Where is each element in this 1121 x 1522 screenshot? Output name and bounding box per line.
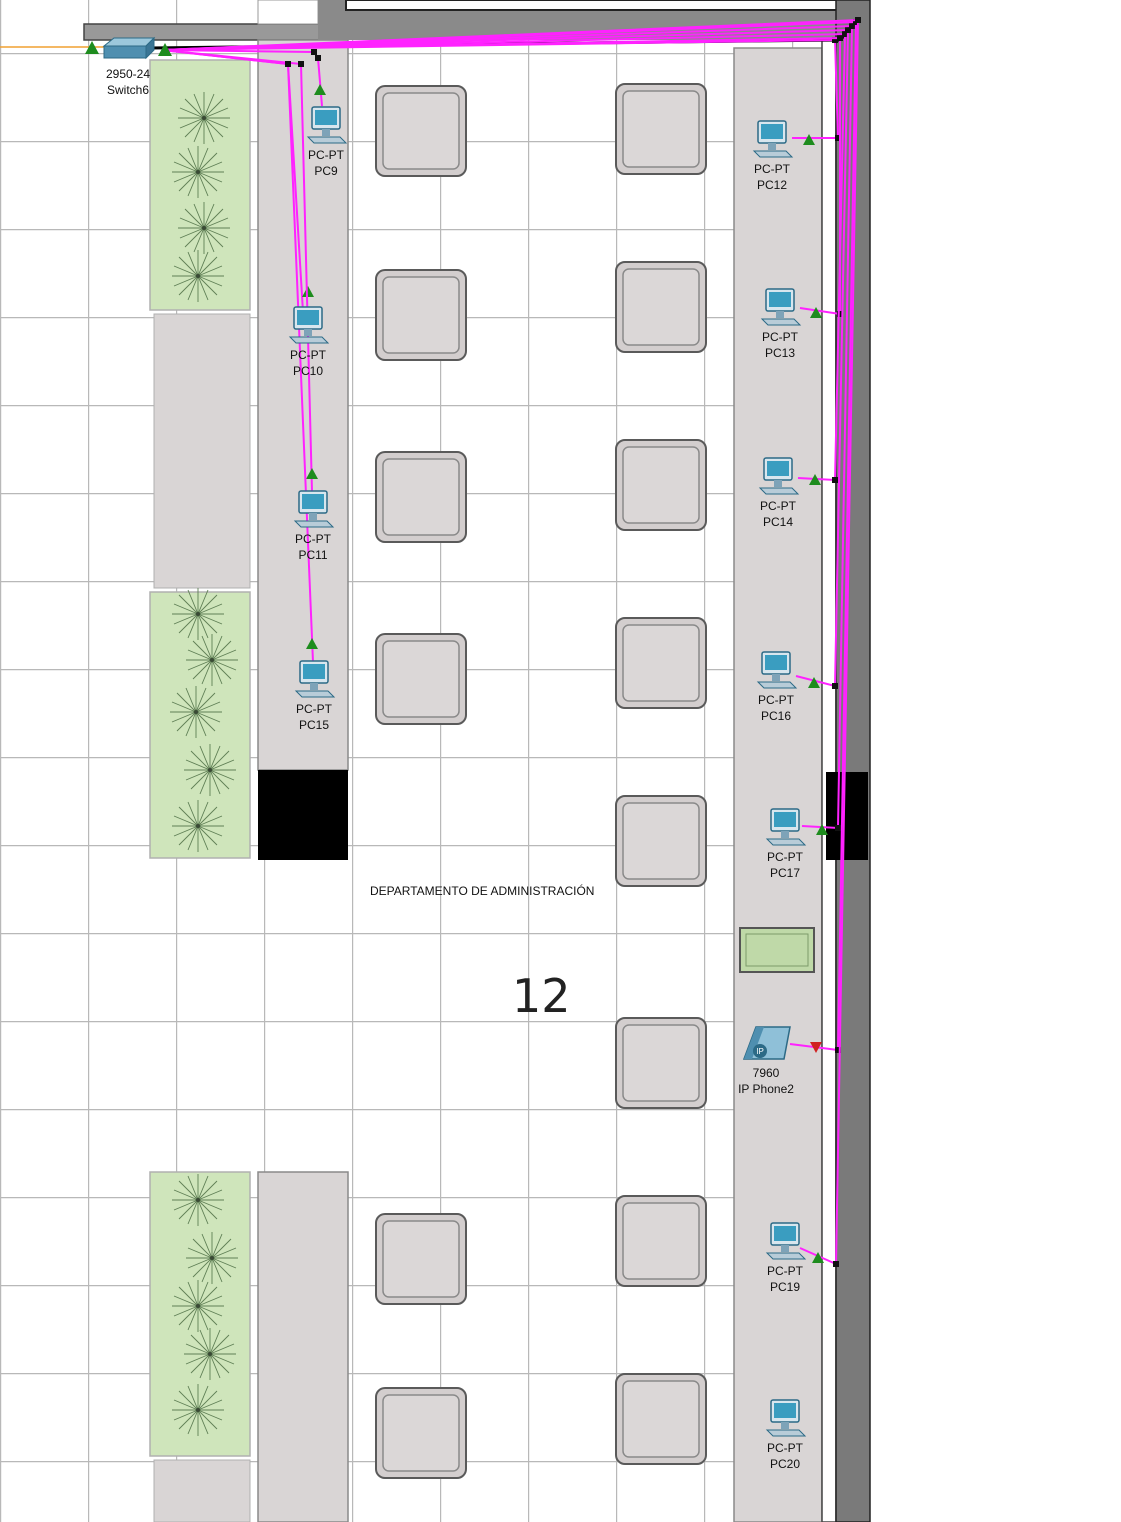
pc-icon[interactable] [754,121,792,157]
device-model-label: PC-PT [295,532,332,546]
bend-point[interactable] [855,17,861,23]
device-name-label: Switch6 [107,83,149,97]
device-name-label: PC14 [763,515,793,529]
device-name-label: PC10 [293,364,323,378]
pc-icon[interactable] [758,652,796,688]
small-planter [740,928,814,972]
device-pc10[interactable]: PC-PT PC10 [290,307,328,378]
bend-point[interactable] [315,55,321,61]
device-model-label: 7960 [753,1066,780,1080]
device-model-label: PC-PT [767,1264,804,1278]
device-pc11[interactable]: PC-PT PC11 [295,491,333,562]
bend-point[interactable] [285,61,291,67]
device-name-label: PC13 [765,346,795,360]
device-name-label: PC15 [299,718,329,732]
device-name-label: PC11 [298,548,327,562]
bend-point[interactable] [298,61,304,67]
device-pc20[interactable]: PC-PT PC20 [767,1400,805,1471]
device-model-label: 2950-24 [106,67,150,81]
planter-bottom-gap [154,1460,250,1522]
pc-icon[interactable] [767,809,805,845]
pc-icon[interactable] [767,1223,805,1259]
bend-point[interactable] [835,825,841,831]
device-model-label: PC-PT [767,850,804,864]
pc-icon[interactable] [290,307,328,343]
pc-icon[interactable] [295,491,333,527]
left-walkway-bottom [258,1172,348,1522]
device-name-label: PC20 [770,1457,800,1471]
device-model-label: PC-PT [762,330,799,344]
device-name-label: PC17 [770,866,800,880]
device-pc14[interactable]: PC-PT PC14 [760,458,798,529]
pc-icon[interactable] [767,1400,805,1436]
device-name-label: PC9 [314,164,338,178]
right-column-block [826,772,868,860]
device-name-label: PC12 [757,178,787,192]
right-walkway [734,48,822,1522]
planter-bottom [150,1172,250,1456]
top-door [258,0,318,24]
bend-point[interactable] [832,477,838,483]
device-pc17[interactable]: PC-PT PC17 [767,809,805,880]
bend-point[interactable] [832,683,838,689]
device-model-label: PC-PT [296,702,333,716]
area-label: DEPARTAMENTO DE ADMINISTRACIÓN [370,883,594,898]
planter-top [150,60,250,310]
device-model-label: PC-PT [754,162,791,176]
device-pc13[interactable]: PC-PT PC13 [762,289,800,360]
device-switch6[interactable]: 2950-24Switch6 [104,38,154,97]
pc-icon[interactable] [308,107,346,143]
device-pc12[interactable]: PC-PT PC12 [754,121,792,192]
device-name-label: PC19 [770,1280,800,1294]
planter-middle [150,592,250,858]
bend-point[interactable] [311,49,317,55]
column-block [258,770,348,860]
pc-icon[interactable] [296,661,334,697]
device-model-label: PC-PT [758,693,795,707]
device-model-label: PC-PT [767,1441,804,1455]
device-pc15[interactable]: PC-PT PC15 [296,661,334,732]
device-name-label: IP Phone2 [738,1082,794,1096]
device-name-label: PC16 [761,709,791,723]
device-pc16[interactable]: PC-PT PC16 [758,652,796,723]
svg-text:IP: IP [756,1047,764,1056]
bend-point[interactable] [833,1261,839,1267]
top-window [346,0,846,10]
pc-icon[interactable] [762,289,800,325]
switch-icon[interactable] [104,38,154,58]
room-number: 12 [512,969,571,1023]
device-model-label: PC-PT [290,348,327,362]
pc-icon[interactable] [760,458,798,494]
device-model-label: PC-PT [308,148,345,162]
device-model-label: PC-PT [760,499,797,513]
device-pc19[interactable]: PC-PT PC19 [767,1223,805,1294]
planter-gap [154,314,250,588]
